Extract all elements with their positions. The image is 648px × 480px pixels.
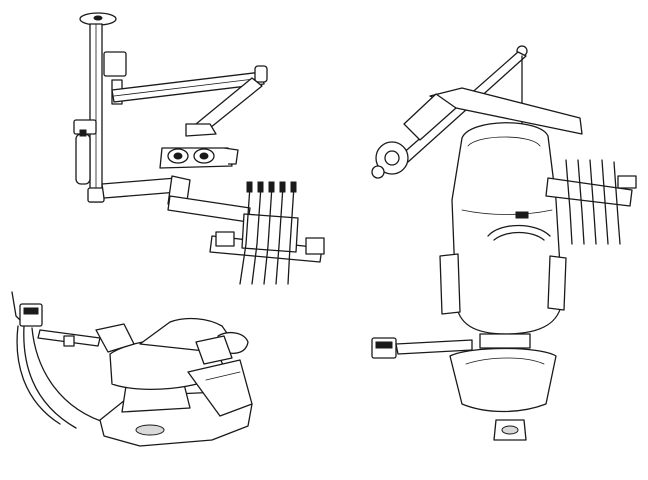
left-armrest (95, 323, 135, 353)
pole-base-collar (87, 187, 105, 203)
tray-control-left (215, 231, 235, 247)
handpiece-1 (239, 185, 251, 285)
dental-unit-top-view-icon (371, 45, 637, 441)
tray-handle-right (617, 175, 637, 189)
ceiling-mounted-dental-unit-icon (73, 12, 325, 285)
mount-bolt (93, 15, 103, 21)
right-side-panel (547, 255, 567, 311)
handpiece-group-right (565, 159, 621, 245)
lamp-inner-ring (384, 150, 400, 166)
handpiece-r1 (565, 159, 573, 245)
module-display (375, 341, 393, 349)
handpiece-r5 (613, 161, 621, 245)
handpiece-r4 (601, 159, 609, 245)
arm-edge-line (113, 77, 263, 97)
dental-chair-icon (11, 291, 253, 447)
side-control-panel (19, 303, 43, 327)
arm-end-cap (254, 65, 268, 83)
headrest-arch-outer (487, 224, 551, 237)
tray-control-right (305, 237, 325, 255)
base-contour (465, 357, 545, 365)
handpiece-tip (290, 181, 297, 193)
hose-loop-2 (23, 325, 77, 429)
foot-control (135, 424, 165, 436)
delivery-arm-lower (167, 195, 251, 223)
arm-segment-left (403, 93, 457, 141)
handpiece-tip (246, 181, 253, 193)
lamp-bracket (515, 211, 529, 219)
seat-contour (461, 209, 553, 215)
hose-top (11, 291, 21, 321)
handpiece-tip (268, 181, 275, 193)
delivery-arm-upper (101, 177, 179, 199)
handpiece-r2 (577, 159, 585, 245)
arm-joint-small (63, 335, 75, 347)
handpiece-2 (251, 185, 262, 285)
chair-base-pan (449, 347, 557, 413)
right-armrest (195, 335, 233, 365)
hose-loop-3 (31, 327, 111, 425)
handpiece-r3 (589, 159, 597, 245)
handpiece-4 (275, 185, 284, 285)
hose-loop-1 (16, 325, 61, 425)
left-side-panel (439, 253, 461, 315)
housing-seam (205, 371, 241, 381)
handpiece-tip (257, 181, 264, 193)
lamp-yoke (185, 123, 217, 137)
lamp-knob (371, 165, 385, 179)
handpiece-3 (263, 185, 273, 285)
pedal-button (501, 425, 519, 435)
upper-collar (103, 51, 127, 77)
water-bottle (75, 133, 91, 185)
lamp-lens-core (199, 152, 209, 160)
headrest-arch-inner (493, 231, 545, 241)
handpiece-5 (287, 185, 295, 285)
chair-motor-housing (187, 359, 253, 417)
lamp-handle (223, 147, 239, 165)
headrest-contour (467, 136, 541, 147)
lamp-lens-core (173, 152, 183, 160)
panel-display (23, 307, 39, 315)
handpiece-tip (279, 181, 286, 193)
instrument-holder (241, 213, 299, 253)
chair-neck (479, 333, 531, 349)
chair-top-outline (451, 122, 563, 335)
handpiece-group (239, 181, 297, 285)
bottle-cap (79, 129, 87, 137)
